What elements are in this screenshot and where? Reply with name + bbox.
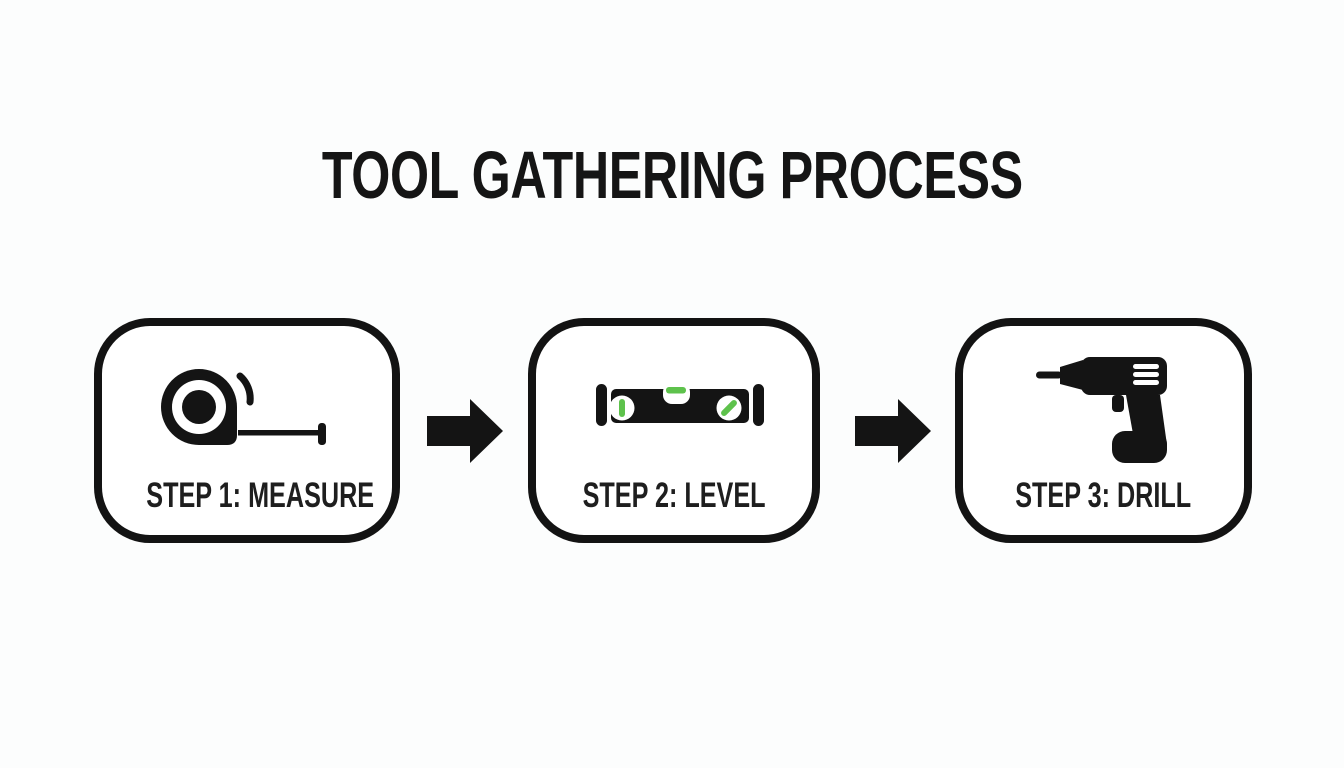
step-card-drill: STEP 3: DRILL [955, 318, 1252, 543]
drill-icon [1036, 357, 1167, 463]
step-label: STEP 2: LEVEL [582, 476, 766, 515]
tape-measure-icon [161, 369, 326, 445]
page-title-text: TOOL GATHERING PROCESS [321, 138, 1023, 213]
arrow-right-icon [855, 399, 931, 463]
spirit-level-icon [596, 383, 764, 426]
level-bubble-center [666, 387, 686, 394]
arrow-right-icon [427, 399, 503, 463]
step-label: STEP 1: MEASURE [146, 476, 375, 515]
step-label: STEP 3: DRILL [1015, 476, 1192, 515]
page-title: TOOL GATHERING PROCESS [0, 142, 1344, 209]
level-bubble-left [619, 399, 625, 417]
step-card-measure: STEP 1: MEASURE [94, 318, 400, 543]
step-card-level: STEP 2: LEVEL [528, 318, 820, 543]
level-bubble-right [721, 400, 737, 416]
